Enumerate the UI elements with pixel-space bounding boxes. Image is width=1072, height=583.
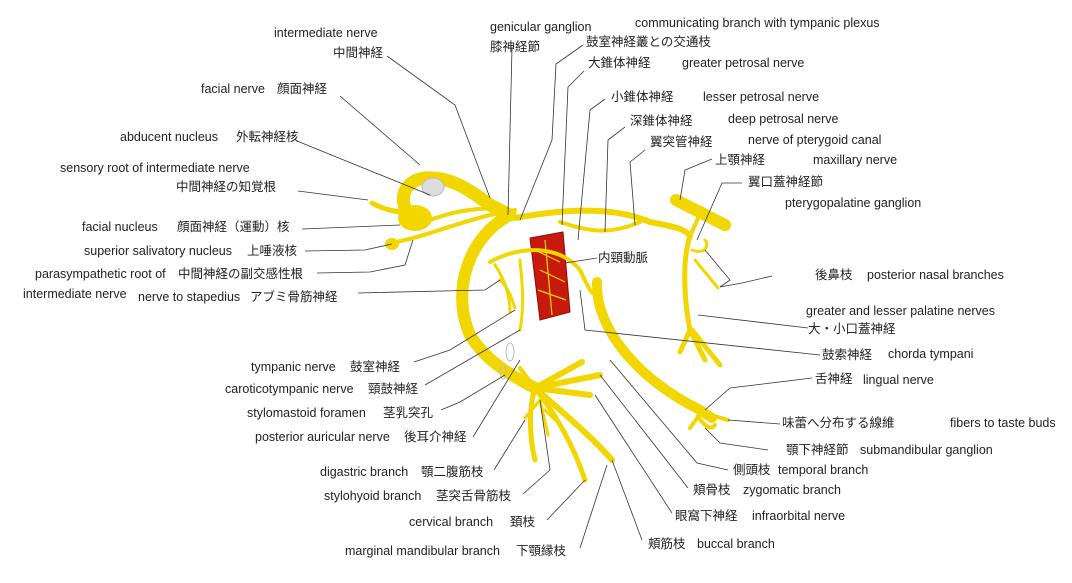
label-maxillary-nerve-ja: 上顎神経: [715, 153, 766, 167]
label-infraorbital-nerve-en: infraorbital nerve: [752, 509, 846, 523]
label-pterygoid-canal-ja: 翼突管神経: [650, 135, 713, 149]
brainstem-nuclei: [369, 171, 517, 250]
label-abducent-nucleus-ja: 外転神経核: [236, 130, 299, 144]
label-digastric-branch-ja: 顎二腹筋枝: [421, 465, 484, 479]
facial-nerve-trunk: [456, 209, 541, 394]
label-taste-fibers-en: fibers to taste buds: [950, 416, 1056, 430]
label-pterygoid-canal-en: nerve of pterygoid canal: [748, 133, 882, 147]
label-posterior-nasal-en: posterior nasal branches: [867, 268, 1004, 282]
label-genicular-ganglion-en: genicular ganglion: [490, 20, 592, 34]
internal-carotid-artery: [529, 231, 571, 321]
label-posterior-auricular-ja: 後耳介神経: [404, 430, 467, 444]
label-stylohyoid-branch-en: stylohyoid branch: [324, 489, 422, 503]
label-lesser-petrosal-ja: 小錐体神経: [611, 90, 674, 104]
peripheral-branches: [518, 359, 615, 483]
label-communicating-branch-ja: 鼓室神経叢との交通枝: [586, 35, 711, 49]
label-parasympathetic-root-en2: intermediate nerve: [23, 287, 127, 301]
label-intermediate-nerve-en: intermediate nerve: [274, 26, 378, 40]
label-zygomatic-branch-en: zygomatic branch: [743, 483, 841, 497]
label-lingual-nerve-ja: 舌神経: [815, 372, 853, 386]
greater-petrosal-nerve: [512, 207, 693, 239]
label-palatine-nerves-en: greater and lesser palatine nerves: [806, 304, 996, 318]
label-genicular-ganglion-ja: 膝神経節: [490, 40, 541, 54]
label-internal-carotid-ja: 内頸動脈: [598, 251, 649, 265]
palatine-nerves: [677, 233, 723, 368]
label-communicating-branch-en: communicating branch with tympanic plexu…: [635, 16, 880, 30]
label-greater-petrosal-en: greater petrosal nerve: [682, 56, 805, 70]
label-abducent-nucleus-en: abducent nucleus: [120, 130, 218, 144]
label-marginal-mandibular-ja: 下顎縁枝: [516, 544, 567, 558]
label-caroticotympanic-en: caroticotympanic nerve: [225, 382, 354, 396]
label-posterior-nasal-ja: 後鼻枝: [815, 268, 853, 282]
label-temporal-branch-en: temporal branch: [778, 463, 869, 477]
label-intermediate-nerve-ja: 中間神経: [333, 46, 384, 60]
label-parasympathetic-root-ja: 中間神経の副交感性根: [178, 267, 304, 281]
label-deep-petrosal-ja: 深錐体神経: [630, 114, 693, 128]
label-greater-petrosal-ja: 大錐体神経: [588, 56, 651, 70]
label-deep-petrosal-en: deep petrosal nerve: [728, 112, 839, 126]
label-chorda-tympani-ja: 鼓索神経: [822, 348, 873, 362]
label-tympanic-nerve-en: tympanic nerve: [251, 360, 336, 374]
label-stylohyoid-branch-ja: 茎突舌骨筋枝: [436, 489, 512, 503]
label-infraorbital-nerve-ja: 眼窩下神経: [675, 509, 738, 523]
label-marginal-mandibular-en: marginal mandibular branch: [345, 544, 500, 558]
label-submandibular-ganglion-en: submandibular ganglion: [860, 443, 993, 457]
label-nerve-to-stapedius-en: nerve to stapedius: [138, 290, 241, 304]
label-chorda-tympani-en: chorda tympani: [888, 347, 974, 361]
label-zygomatic-branch-ja: 頬骨枝: [693, 483, 731, 497]
label-caroticotympanic-ja: 頸鼓神経: [368, 382, 419, 396]
label-parasympathetic-root-en1: parasympathetic root of: [35, 267, 166, 281]
label-cervical-branch-ja: 頚枝: [510, 515, 536, 529]
label-submandibular-ganglion-ja: 顎下神経節: [786, 443, 849, 457]
label-buccal-branch-ja: 頬筋枝: [648, 537, 686, 551]
label-stylomastoid-en: stylomastoid foramen: [247, 406, 366, 420]
label-superior-salivatory-en: superior salivatory nucleus: [84, 244, 232, 258]
label-palatine-nerves-ja: 大・小口蓋神経: [808, 322, 896, 336]
label-facial-nerve-ja: 顔面神経: [277, 82, 328, 96]
label-facial-nucleus-ja: 顔面神経（運動）核: [177, 220, 290, 234]
tympanic-nerve: [493, 258, 525, 332]
label-lesser-petrosal-en: lesser petrosal nerve: [703, 90, 820, 104]
label-buccal-branch-en: buccal branch: [697, 537, 775, 551]
label-sensory-root-ja: 中間神経の知覚根: [176, 180, 277, 194]
label-pterygopalatine-ganglion-en: pterygopalatine ganglion: [785, 196, 922, 210]
label-tympanic-nerve-ja: 鼓室神経: [350, 360, 401, 374]
label-facial-nerve-en: facial nerve: [201, 82, 265, 96]
label-cervical-branch-en: cervical branch: [409, 515, 494, 529]
label-temporal-branch-ja: 側頭枝: [733, 463, 771, 477]
label-superior-salivatory-ja: 上唾液核: [247, 244, 298, 258]
label-sensory-root-en: sensory root of intermediate nerve: [60, 161, 250, 175]
label-posterior-auricular-en: posterior auricular nerve: [255, 430, 390, 444]
label-pterygopalatine-ganglion-ja: 翼口蓋神経節: [748, 175, 824, 189]
label-lingual-nerve-en: lingual nerve: [863, 373, 934, 387]
label-maxillary-nerve-en: maxillary nerve: [813, 153, 898, 167]
label-facial-nucleus-en: facial nucleus: [82, 220, 158, 234]
label-taste-fibers-ja: 味蕾へ分布する線維: [782, 416, 895, 430]
lingual-nerve: [591, 277, 717, 423]
label-stylomastoid-ja: 茎乳突孔: [383, 406, 434, 420]
label-digastric-branch-en: digastric branch: [320, 465, 409, 479]
label-nerve-to-stapedius-ja: アブミ骨筋神経: [250, 290, 338, 304]
leader-lines: [296, 44, 821, 549]
